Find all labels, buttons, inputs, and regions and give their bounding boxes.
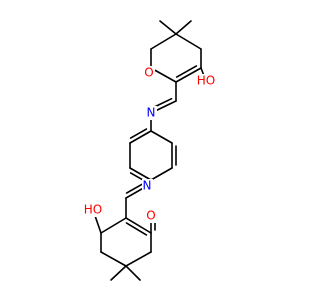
single-bond: [100, 251, 127, 267]
single-bond: [150, 130, 173, 144]
single-bond: [150, 167, 173, 181]
single-bond: [159, 20, 177, 35]
double-bond: [129, 167, 152, 181]
single-bond: [150, 33, 177, 50]
atom-label-n: N: [147, 106, 156, 120]
double-bond-inner: [125, 222, 148, 236]
atom-o-upper-ketone: O: [143, 66, 155, 80]
double-bond-inner: [125, 183, 144, 194]
single-bond: [175, 20, 192, 35]
atom-oh-lower: HO: [83, 203, 103, 217]
atom-label-n: N: [143, 179, 152, 193]
single-bond: [110, 265, 127, 281]
double-bond-inner: [175, 65, 198, 78]
double-bond: [175, 67, 202, 83]
structure-drawing: O HO N N HO O: [83, 20, 216, 281]
single-bond: [175, 33, 202, 50]
double-bond: [125, 217, 152, 234]
atom-n-lower: N: [142, 179, 153, 193]
atom-label-o: O: [146, 209, 155, 223]
bond-layer: [92, 20, 207, 281]
molecule-diagram: O HO N N HO O: [83, 20, 216, 281]
atom-oh-upper: HO: [196, 74, 216, 88]
atom-label-layer: O HO N N HO O: [83, 66, 216, 223]
double-bond: [129, 130, 152, 144]
atom-o-lower-ketone: O: [145, 209, 157, 223]
double-bond-inner: [129, 128, 148, 139]
atom-n-upper: N: [146, 106, 157, 120]
single-bond: [125, 265, 141, 281]
single-bond: [150, 67, 177, 83]
atom-label-hydroxyl: HO: [197, 74, 215, 88]
single-bond: [100, 217, 127, 234]
single-bond: [125, 251, 152, 267]
atom-label-o: O: [144, 66, 153, 80]
atom-label-hydroxyl: HO: [84, 203, 102, 217]
